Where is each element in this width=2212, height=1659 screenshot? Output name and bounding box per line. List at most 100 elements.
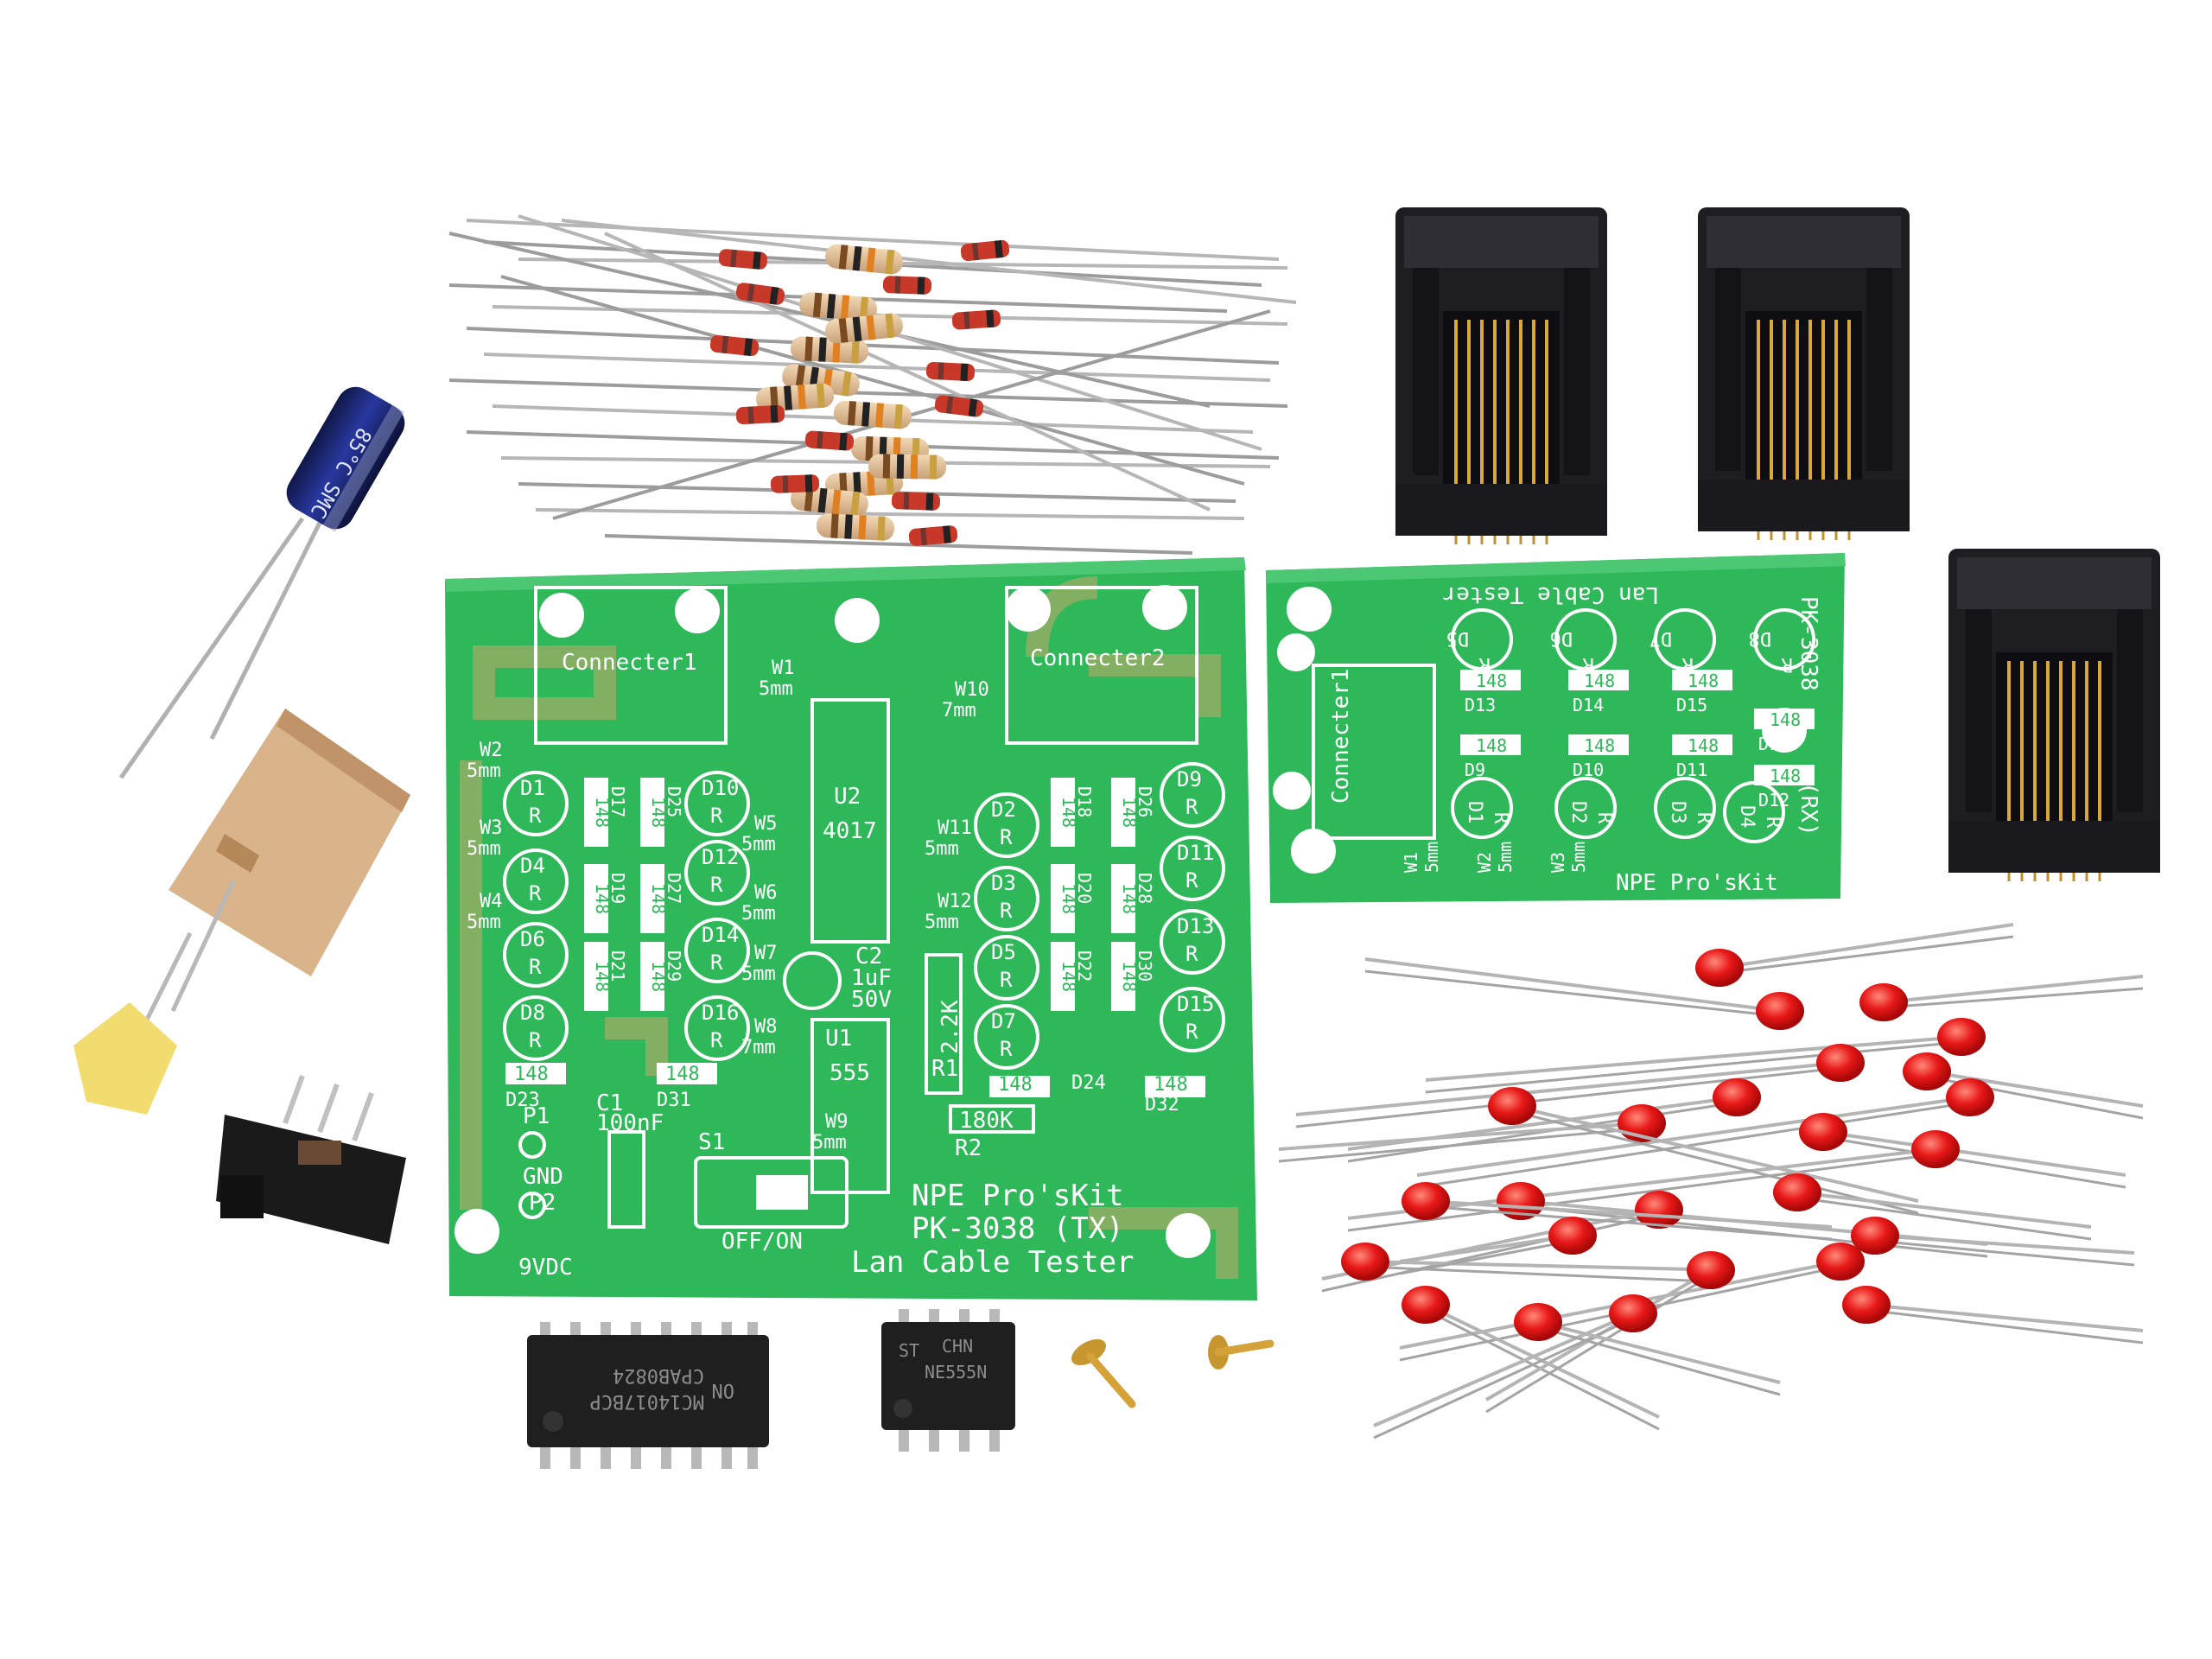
- diode-value-label: 148: [1584, 735, 1615, 756]
- led-ref-label: D6: [520, 927, 545, 951]
- led-footprint: [1160, 987, 1225, 1052]
- diode: [735, 283, 785, 305]
- tx-u1-ref: U1: [825, 1026, 852, 1052]
- diode-value-label: 148: [648, 797, 669, 828]
- diode-ref-label: D17: [607, 786, 628, 817]
- rj45-jack: [1698, 207, 1910, 540]
- electrolytic-capacitor: 85°C SMC: [118, 386, 405, 779]
- diode-footprint: [1672, 734, 1732, 755]
- tx-led-pads: D1RD4RD6RD8RD10RD12RD14RD16RD2RD3RD5RD7R…: [503, 762, 1225, 1070]
- diode-ref-label: D15: [1676, 695, 1707, 715]
- led-ref-label: D3: [1667, 801, 1688, 824]
- component-lead: [535, 508, 1245, 520]
- resistor: [816, 513, 895, 541]
- diode-value-label: 148: [1770, 766, 1801, 786]
- diode-ref-label: D26: [1135, 786, 1155, 817]
- jumper-size-label: 5mm: [741, 963, 776, 985]
- diode-ref-label: D16: [1758, 734, 1789, 754]
- diode: [891, 492, 941, 511]
- diode-value-label: 148: [592, 797, 613, 828]
- led-footprint: [1753, 608, 1815, 671]
- resistor-and-diode-bundle: [448, 214, 1297, 555]
- tx-connector2-label: Connecter2: [1030, 645, 1166, 671]
- led-footprint: [684, 995, 750, 1061]
- tx-r2-value: 180K: [959, 1108, 1014, 1134]
- diode-value-label: 148: [1058, 961, 1079, 992]
- led-polarity-mark: R: [1000, 968, 1013, 992]
- diode-value-label: 148: [1119, 797, 1140, 828]
- rj45-jacks: [1395, 207, 2160, 881]
- ic1-line2: CPAB0824: [613, 1364, 704, 1386]
- component-lead: [561, 219, 1297, 304]
- diode: [735, 404, 785, 425]
- diode-ref-label: D30: [1135, 950, 1155, 982]
- tx-vdc-label: 9VDC: [518, 1255, 573, 1281]
- diode-ref-label: D29: [664, 950, 684, 982]
- led-footprint: [1451, 608, 1513, 671]
- jumper-ref-label: W3: [1548, 852, 1568, 873]
- diode-ref-label: D22: [1074, 950, 1095, 982]
- jumper-ref-label: W2: [480, 740, 503, 761]
- led-polarity-mark: R: [710, 873, 723, 897]
- jumper-ref-label: W1: [1401, 852, 1421, 873]
- jumper-size-label: 5mm: [1421, 842, 1442, 873]
- diode-footprint: [1672, 670, 1732, 690]
- diode-footprint: [1460, 734, 1521, 755]
- diode: [951, 309, 1001, 330]
- red-led: [1373, 1294, 1657, 1440]
- diode-value-label: 148: [1154, 1074, 1188, 1096]
- led-polarity-mark: R: [1762, 817, 1783, 829]
- led-footprint: [503, 922, 569, 988]
- led-polarity-mark: R: [1681, 653, 1694, 675]
- diode-footprint: [1754, 709, 1815, 729]
- red-led: [1514, 1303, 1781, 1396]
- diode-footprint: [1754, 765, 1815, 785]
- diode-value-label: 148: [665, 1064, 700, 1085]
- led-polarity-mark: R: [1000, 825, 1013, 849]
- led-polarity-mark: R: [529, 955, 542, 979]
- jumper-size-label: 5mm: [925, 838, 959, 860]
- led-ref-label: D16: [702, 1001, 739, 1025]
- tx-product-label: Lan Cable Tester: [851, 1245, 1135, 1280]
- red-led: [1851, 1217, 2135, 1267]
- diode-footprint: [1051, 778, 1075, 847]
- led-ref-label: D8: [1749, 627, 1772, 649]
- diode-footprint: [1460, 670, 1521, 690]
- diode-ref-label: D14: [1573, 695, 1604, 715]
- jumper-size-label: 5mm: [1568, 842, 1589, 873]
- jumper-ref-label: W11: [938, 817, 972, 839]
- led-footprint: [1554, 608, 1617, 671]
- led-polarity-mark: R: [1490, 812, 1511, 824]
- jumper-size-label: 7mm: [942, 700, 976, 721]
- rj45-jack: [1948, 549, 2160, 881]
- diode-ref-label: D31: [657, 1090, 691, 1111]
- diode-footprint: [584, 864, 608, 933]
- resistor: [825, 313, 903, 344]
- tx-pcb-board: Connecter1 Connecter2 U2 4017 U1 555 C2 …: [445, 557, 1257, 1300]
- diode-footprint: [1111, 864, 1135, 933]
- diode-ref-label: D27: [664, 873, 684, 904]
- red-led: [1295, 1044, 1865, 1128]
- brass-screw-2: [1208, 1335, 1274, 1370]
- led-polarity-mark: R: [1582, 653, 1594, 675]
- slide-switch-component: [216, 1074, 406, 1244]
- diode-footprint: [1568, 734, 1629, 755]
- rx-brand-label: NPE Pro'sKit: [1616, 870, 1778, 896]
- led-ref-label: D9: [1177, 767, 1202, 791]
- led-polarity-mark: R: [1000, 899, 1013, 923]
- led-ref-label: D5: [991, 940, 1016, 964]
- led-ref-label: D3: [991, 871, 1016, 895]
- tx-r1-ref: R1: [931, 1056, 958, 1082]
- diode-value-label: 148: [1476, 671, 1507, 691]
- jumper-ref-label: W7: [754, 943, 778, 964]
- diode: [804, 430, 855, 451]
- jumper-size-label: 5mm: [759, 678, 793, 700]
- led-footprint: [1160, 762, 1225, 828]
- diode: [882, 276, 932, 295]
- ic1-logo: ON: [712, 1379, 735, 1401]
- led-footprint: [974, 1004, 1039, 1070]
- tx-r1-value: 2.2K: [938, 1000, 963, 1054]
- brass-screw-1: [1071, 1338, 1136, 1408]
- jumper-size-label: 5mm: [467, 760, 501, 782]
